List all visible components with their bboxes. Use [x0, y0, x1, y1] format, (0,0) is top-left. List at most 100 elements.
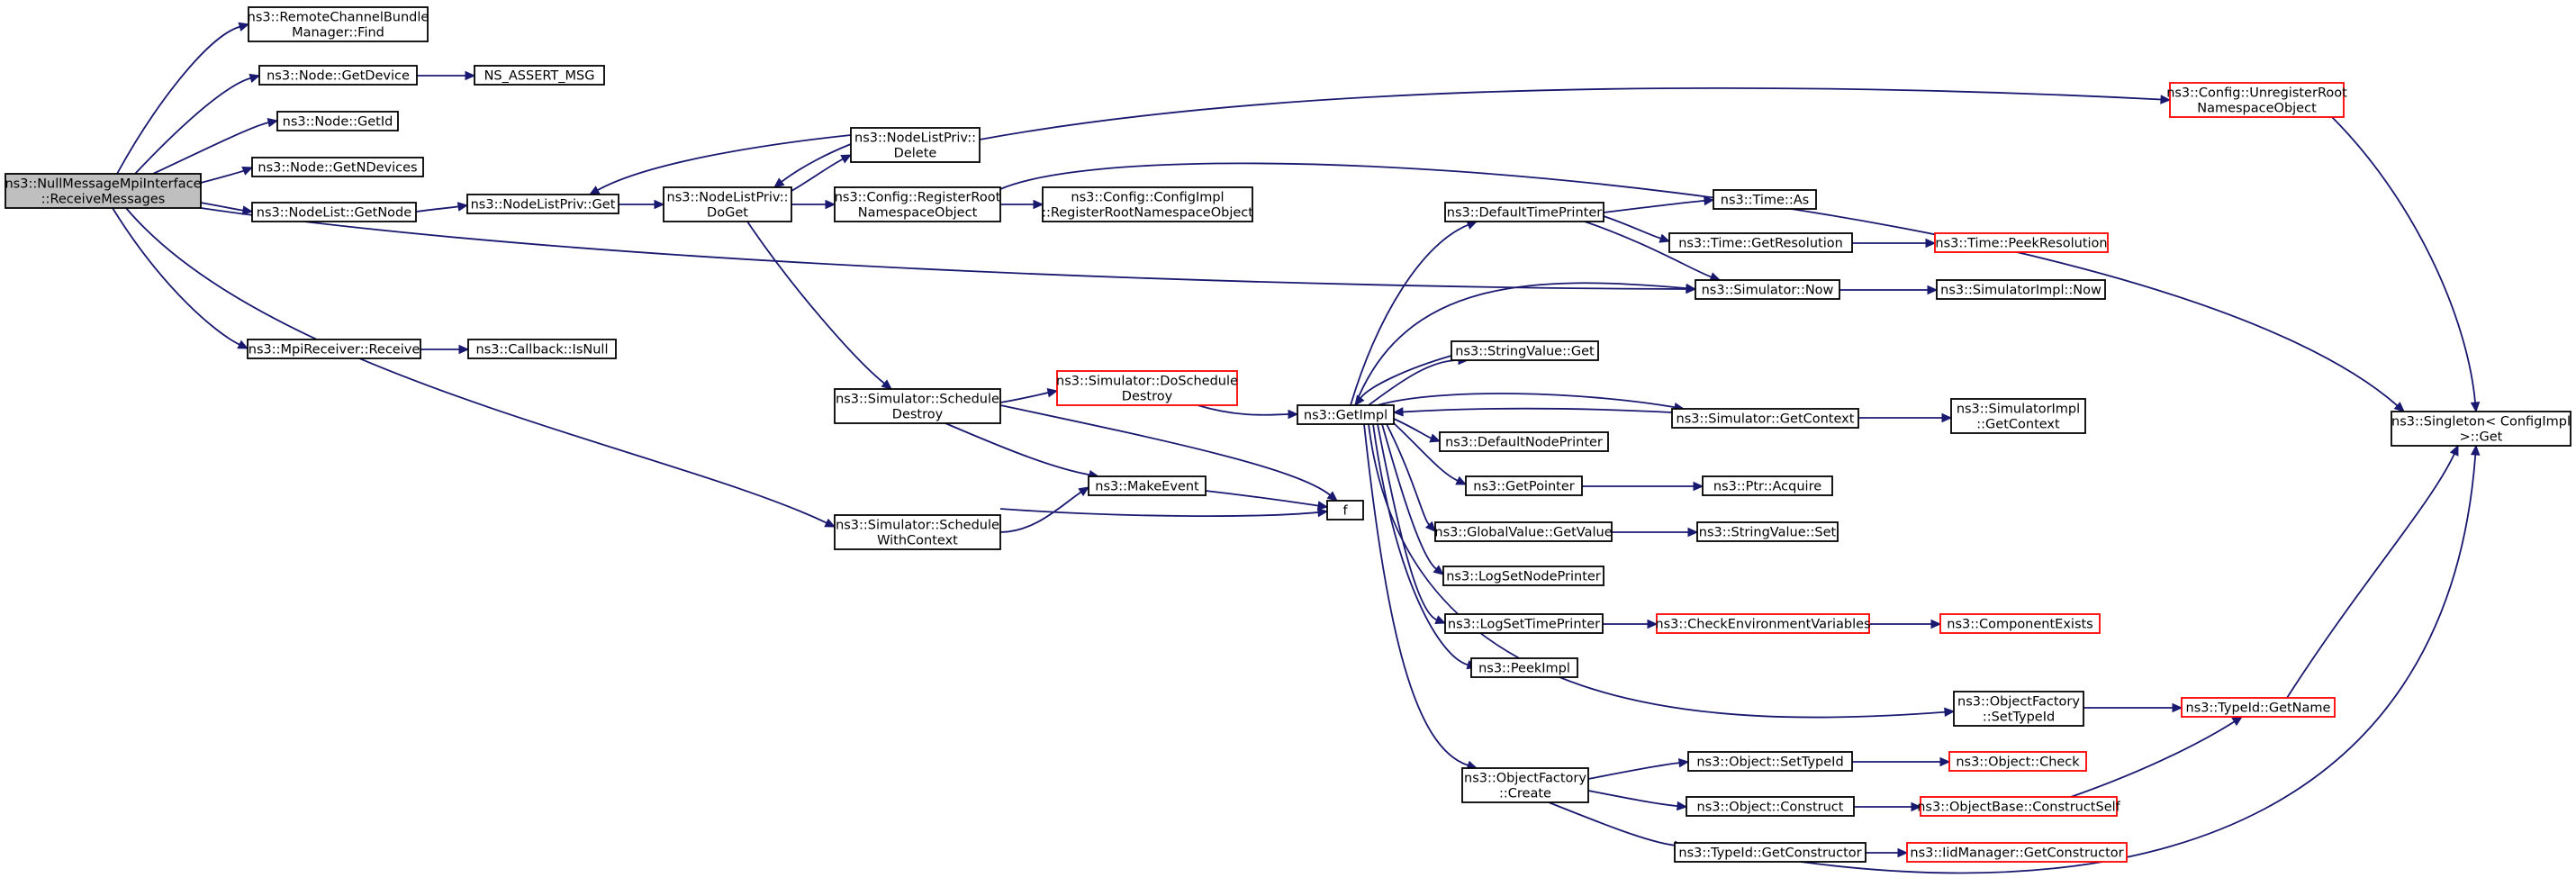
node-stringvalue-get[interactable]: ns3::StringValue::Get — [1451, 340, 1599, 361]
node-object-settypeid[interactable]: ns3::Object::SetTypeId — [1687, 751, 1853, 772]
node-box[interactable] — [1465, 475, 1583, 496]
node-box[interactable] — [1668, 232, 1853, 253]
node-box[interactable] — [1696, 521, 1839, 542]
node-box[interactable] — [474, 65, 605, 86]
node-node-getndevices[interactable]: ns3::Node::GetNDevices — [251, 157, 424, 177]
node-box[interactable] — [2391, 411, 2571, 447]
node-checkenv[interactable]: ns3::CheckEnvironmentVariables — [1655, 613, 1871, 634]
node-box[interactable] — [2169, 82, 2345, 118]
node-box[interactable] — [466, 194, 619, 214]
node-typeid-getname[interactable]: ns3::TypeId::GetName — [2181, 697, 2336, 718]
node-box[interactable] — [467, 339, 617, 359]
node-objectbase-constructself[interactable]: ns3::ObjectBase::ConstructSelf — [1917, 796, 2121, 817]
node-box[interactable] — [834, 514, 1001, 550]
node-box[interactable] — [1088, 475, 1207, 496]
node-box[interactable] — [850, 127, 981, 163]
node-box[interactable] — [1920, 796, 2118, 817]
node-box[interactable] — [1948, 751, 2087, 772]
node-box[interactable] — [1656, 613, 1870, 634]
node-config-register[interactable]: ns3::Config::RegisterRootNamespaceObject — [834, 186, 1001, 222]
node-simimpl-getcontext[interactable]: ns3::SimulatorImpl::GetContext — [1950, 398, 2086, 434]
node-box[interactable] — [1950, 398, 2086, 434]
node-sim-getcontext[interactable]: ns3::Simulator::GetContext — [1671, 408, 1859, 429]
node-box[interactable] — [1326, 500, 1364, 520]
node-box[interactable] — [1906, 842, 2128, 863]
node-box[interactable] — [1702, 475, 1833, 496]
node-stringvalue-set[interactable]: ns3::StringValue::Set — [1696, 521, 1839, 542]
node-peekimpl[interactable]: ns3::PeekImpl — [1470, 657, 1578, 678]
node-box[interactable] — [251, 202, 417, 222]
node-box[interactable] — [1042, 186, 1253, 222]
node-objfactory-settypeid[interactable]: ns3::ObjectFactory::SetTypeId — [1953, 691, 2084, 727]
node-makeevent[interactable]: ns3::MakeEvent — [1088, 475, 1207, 496]
node-box[interactable] — [834, 186, 1001, 222]
node-f[interactable]: f — [1326, 500, 1364, 520]
node-box[interactable] — [1444, 202, 1604, 222]
node-box[interactable] — [258, 65, 418, 86]
node-nlp-delete[interactable]: ns3::NodeListPriv::Delete — [850, 127, 981, 163]
node-box[interactable] — [1056, 370, 1238, 406]
node-defaulttimeprinter[interactable]: ns3::DefaultTimePrinter — [1444, 202, 1604, 222]
node-singleton-get[interactable]: ns3::Singleton< ConfigImpl >::Get — [2391, 411, 2571, 447]
node-sim-now[interactable]: ns3::Simulator::Now — [1695, 279, 1840, 300]
node-ns-assert[interactable]: NS_ASSERT_MSG — [474, 65, 605, 86]
node-box[interactable] — [1687, 751, 1853, 772]
node-defaultnodeprinter[interactable]: ns3::DefaultNodePrinter — [1439, 431, 1609, 452]
node-box[interactable] — [1451, 340, 1599, 361]
node-box[interactable] — [1671, 408, 1859, 429]
node-box[interactable] — [1934, 232, 2109, 253]
node-box[interactable] — [1713, 189, 1817, 210]
node-node-getdevice[interactable]: ns3::Node::GetDevice — [258, 65, 418, 86]
node-objfactory-create[interactable]: ns3::ObjectFactory::Create — [1461, 767, 1589, 803]
node-getimpl[interactable]: ns3::GetImpl — [1297, 404, 1395, 425]
node-box[interactable] — [1297, 404, 1395, 425]
node-box[interactable] — [251, 157, 424, 177]
node-box[interactable] — [663, 186, 792, 222]
node-box[interactable] — [1686, 796, 1855, 817]
node-object-construct[interactable]: ns3::Object::Construct — [1686, 796, 1855, 817]
node-mpireceiver-receive[interactable]: ns3::MpiReceiver::Receive — [247, 339, 421, 359]
node-box[interactable] — [248, 6, 429, 42]
node-box[interactable] — [1442, 566, 1604, 586]
node-ptr-acquire[interactable]: ns3::Ptr::Acquire — [1702, 475, 1833, 496]
node-getpointer[interactable]: ns3::GetPointer — [1465, 475, 1583, 496]
node-time-as[interactable]: ns3::Time::As — [1713, 189, 1817, 210]
node-box[interactable] — [1470, 657, 1578, 678]
node-box[interactable] — [247, 339, 421, 359]
node-logsettimeprinter[interactable]: ns3::LogSetTimePrinter — [1444, 613, 1604, 634]
node-box[interactable] — [1444, 613, 1604, 634]
node-box[interactable] — [1939, 613, 2101, 634]
node-typeid-getconstructor[interactable]: ns3::TypeId::GetConstructor — [1674, 842, 1866, 863]
node-box[interactable] — [2181, 697, 2336, 718]
node-box[interactable] — [1695, 279, 1840, 300]
node-box[interactable] — [834, 388, 1001, 424]
node-box[interactable] — [1434, 521, 1613, 542]
node-box[interactable] — [276, 111, 399, 131]
node-globalvalue-getvalue[interactable]: ns3::GlobalValue::GetValue — [1434, 521, 1613, 542]
node-logsetnodeprinter[interactable]: ns3::LogSetNodePrinter — [1442, 566, 1604, 586]
node-simimpl-now[interactable]: ns3::SimulatorImpl::Now — [1936, 279, 2106, 300]
node-componentexists[interactable]: ns3::ComponentExists — [1939, 613, 2101, 634]
node-box[interactable] — [1439, 431, 1609, 452]
node-box[interactable] — [1461, 767, 1589, 803]
node-node-getid[interactable]: ns3::Node::GetId — [276, 111, 399, 131]
node-config-unregister[interactable]: ns3::Config::UnregisterRootNamespaceObje… — [2166, 82, 2347, 118]
node-object-check[interactable]: ns3::Object::Check — [1948, 751, 2087, 772]
node-box[interactable] — [1953, 691, 2084, 727]
node-nlp-doget[interactable]: ns3::NodeListPriv::DoGet — [663, 186, 792, 222]
node-root[interactable]: ns3::NullMessageMpiInterface::ReceiveMes… — [5, 173, 202, 209]
node-configimpl-register[interactable]: ns3::Config::ConfigImpl::RegisterRootNam… — [1042, 186, 1253, 222]
node-nodelist-getnode[interactable]: ns3::NodeList::GetNode — [251, 202, 417, 222]
node-iidmanager-getconstructor[interactable]: ns3::IidManager::GetConstructor — [1906, 842, 2128, 863]
node-time-peekresolution[interactable]: ns3::Time::PeekResolution — [1934, 232, 2109, 253]
node-callback-isnull[interactable]: ns3::Callback::IsNull — [467, 339, 617, 359]
node-time-getresolution[interactable]: ns3::Time::GetResolution — [1668, 232, 1853, 253]
node-box[interactable] — [1674, 842, 1866, 863]
node-nlp-get[interactable]: ns3::NodeListPriv::Get — [466, 194, 619, 214]
node-box[interactable] — [5, 173, 202, 209]
node-box[interactable] — [1936, 279, 2106, 300]
